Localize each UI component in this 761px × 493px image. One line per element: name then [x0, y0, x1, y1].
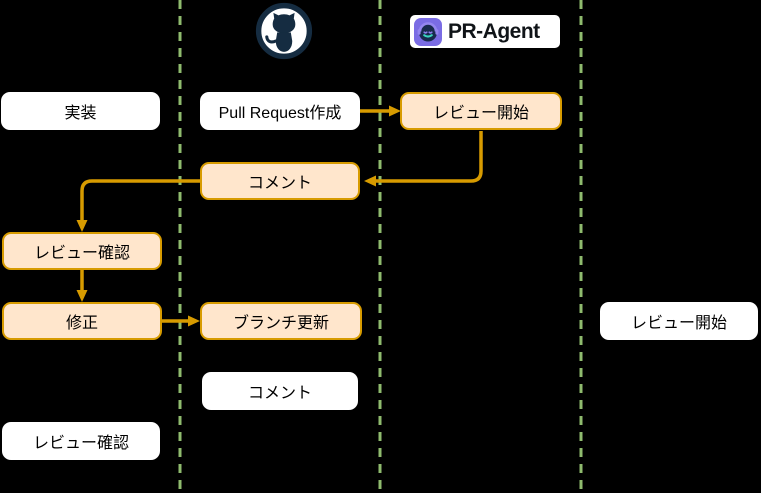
node-review-start: レビュー開始 [400, 92, 562, 130]
node-pull-request-create: Pull Request作成 [200, 92, 360, 130]
pr-agent-robot-icon [414, 17, 442, 46]
github-octocat-icon [255, 2, 313, 60]
node-branch-update: ブランチ更新 [200, 302, 362, 340]
flow-arrows [76, 105, 483, 327]
github-logo [255, 2, 313, 60]
node-fix: 修正 [2, 302, 162, 340]
arrow-comment-to-review-confirm [76, 179, 200, 232]
lane-divider-lines [178, 0, 583, 493]
node-review-confirm: レビュー確認 [2, 232, 162, 270]
node-review-start-next: レビュー開始 [600, 302, 758, 340]
node-review-confirm-next: レビュー確認 [2, 422, 160, 460]
node-comment-next: コメント [202, 372, 358, 410]
node-comment: コメント [200, 162, 360, 200]
node-implement: 実装 [1, 92, 160, 130]
arrow-review-start-to-comment [364, 131, 483, 187]
pr-agent-label: PR-Agent [448, 19, 540, 43]
pr-agent-logo: PR-Agent [410, 15, 560, 48]
